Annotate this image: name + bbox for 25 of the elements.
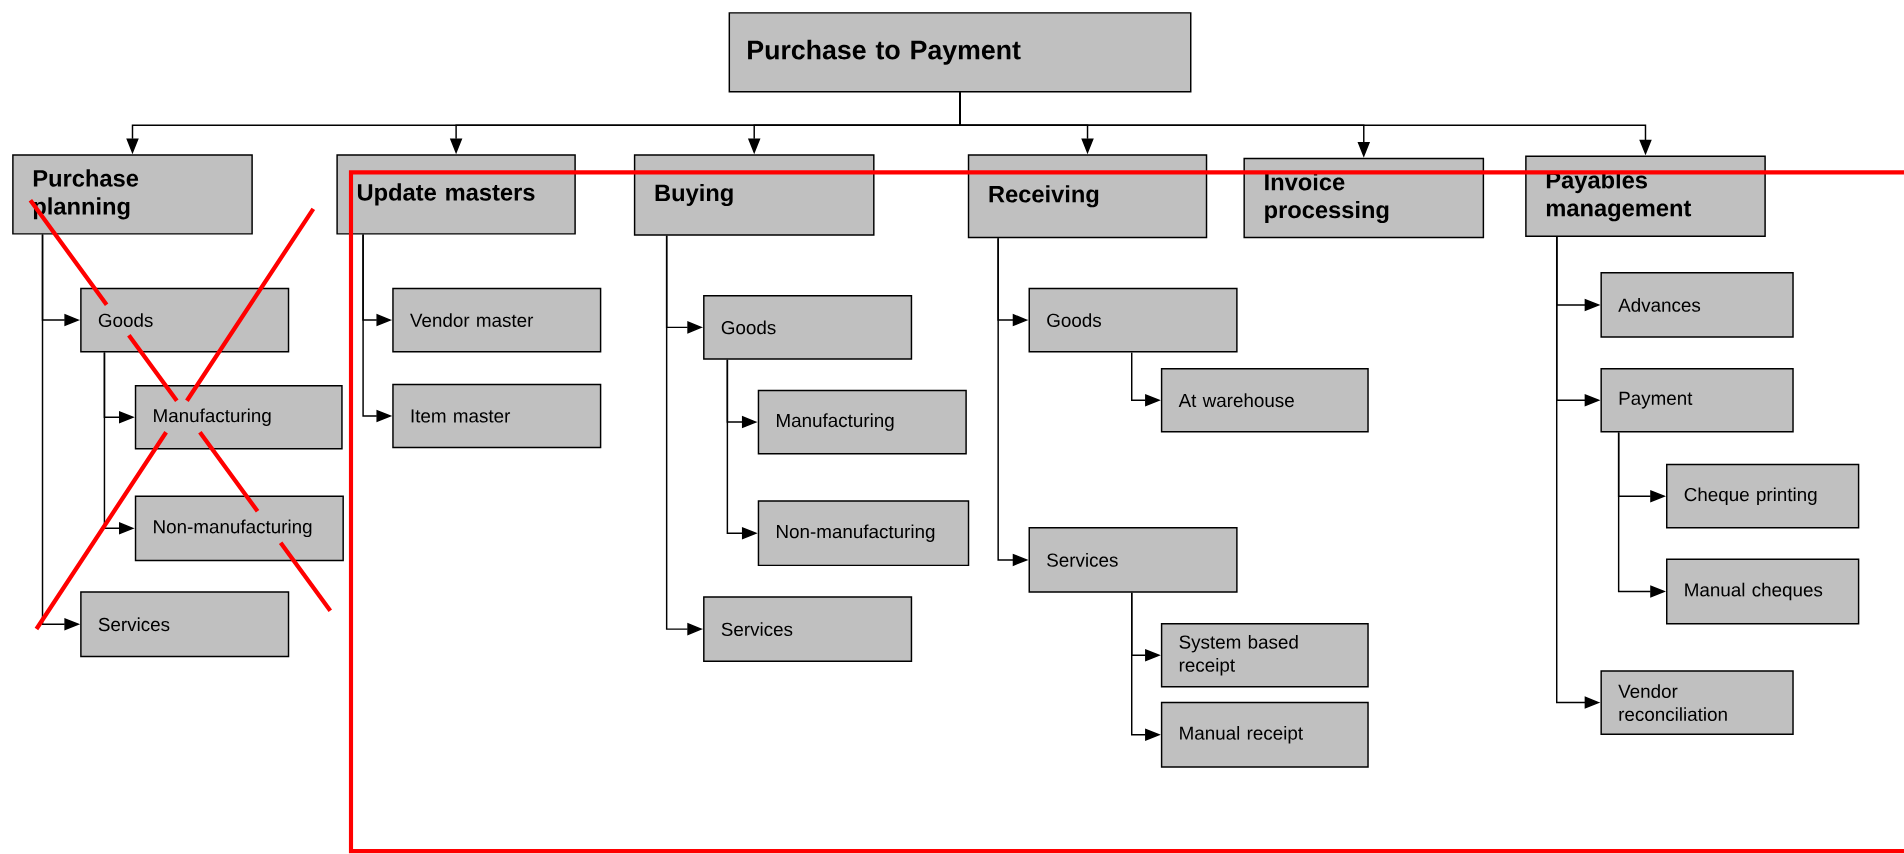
item-box: Non-manufacturing: [134, 495, 344, 562]
category-box: Invoice processing: [1243, 158, 1485, 239]
item-box: Goods: [80, 287, 290, 353]
item-box: Vendor reconciliation: [1600, 670, 1794, 736]
item-box: Goods: [703, 295, 913, 360]
item-box: System based receipt: [1160, 623, 1369, 688]
item-box: Cheque printing: [1666, 464, 1860, 529]
title-box: Purchase to Payment: [728, 12, 1192, 93]
item-box: Services: [703, 596, 913, 663]
item-box: Item master: [392, 383, 602, 449]
category-box: Update masters: [336, 154, 576, 235]
item-box: Goods: [1028, 287, 1238, 353]
item-box: Vendor master: [392, 287, 602, 353]
item-box: Manufacturing: [134, 385, 343, 450]
item-box: Non-manufacturing: [757, 500, 970, 567]
item-box: Services: [80, 591, 290, 658]
category-box: Buying: [633, 154, 875, 236]
item-box: Manual cheques: [1666, 558, 1860, 625]
item-box: Payment: [1600, 368, 1794, 433]
item-box: Manual receipt: [1160, 702, 1369, 768]
category-box: Receiving: [967, 154, 1208, 239]
item-box: Advances: [1600, 272, 1794, 338]
item-box: Manufacturing: [757, 389, 967, 455]
item-box: Services: [1028, 527, 1238, 593]
item-box: At warehouse: [1160, 368, 1369, 433]
